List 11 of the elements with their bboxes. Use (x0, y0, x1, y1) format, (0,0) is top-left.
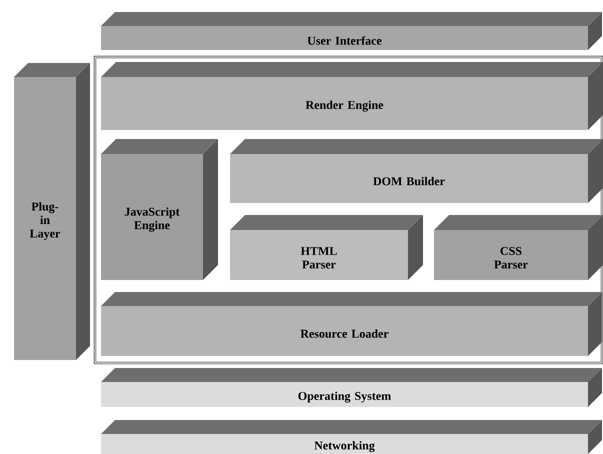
layer-block: User Interface (101, 12, 602, 50)
layer-block: Networking (101, 420, 602, 454)
layer-block: Resource Loader (101, 292, 602, 356)
layer-block: DOM Builder (230, 139, 603, 203)
layer-block: HTML Parser (230, 215, 423, 280)
layer-block: Plug-in Layer (14, 63, 90, 360)
layer-block: JavaScript Engine (101, 139, 218, 280)
layer-block: Render Engine (101, 62, 603, 130)
group-frame (94, 56, 603, 364)
layer-block: CSS Parser (434, 215, 603, 280)
layer-block: Operating System (101, 368, 602, 407)
